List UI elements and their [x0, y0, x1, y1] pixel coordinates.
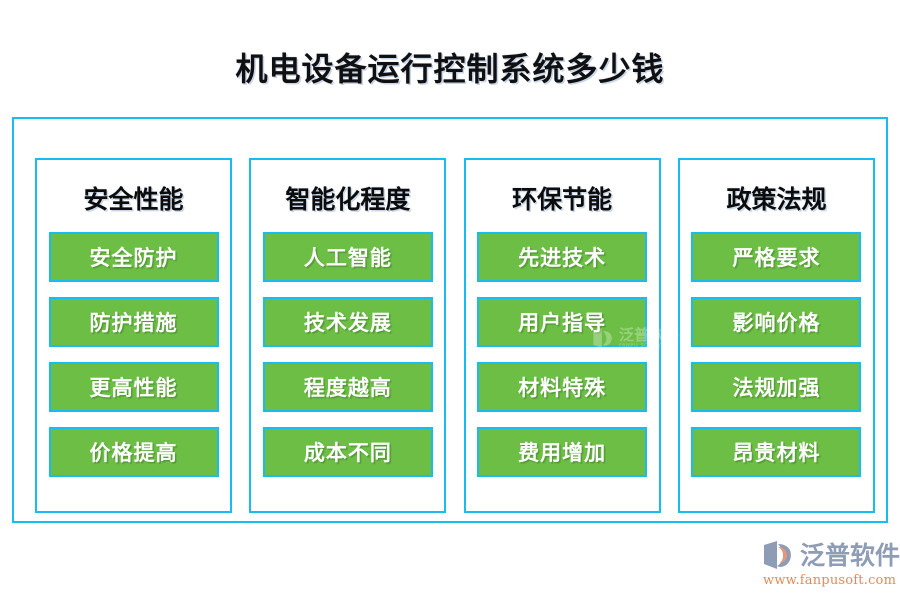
item-box[interactable]: 程度越高 — [262, 361, 433, 412]
column-政策法规: 政策法规 严格要求 影响价格 法规加强 昂贵材料 — [677, 158, 875, 513]
column-items: 人工智能 技术发展 程度越高 成本不同 — [251, 231, 444, 477]
column-安全性能: 安全性能 安全防护 防护措施 更高性能 价格提高 — [35, 158, 232, 513]
brand-name: 泛普软件 — [800, 540, 900, 570]
brand-url: www.fanpusoft.com — [763, 573, 897, 588]
column-header: 安全性能 — [83, 185, 184, 214]
item-box[interactable]: 价格提高 — [48, 426, 219, 477]
item-box[interactable]: 材料特殊 — [477, 361, 648, 412]
item-box[interactable]: 用户指导 — [477, 296, 648, 347]
item-box[interactable]: 更高性能 — [48, 361, 219, 412]
columns-container: 安全性能 安全防护 防护措施 更高性能 价格提高 智能化程度 人工智能 技术发展… — [35, 158, 875, 513]
item-box[interactable]: 法规加强 — [691, 361, 862, 412]
item-box[interactable]: 影响价格 — [691, 296, 862, 347]
column-环保节能: 环保节能 先进技术 用户指导 材料特殊 费用增加 — [463, 158, 661, 513]
page-title: 机电设备运行控制系统多少钱 — [235, 50, 665, 88]
outer-frame — [12, 117, 888, 523]
column-header: 政策法规 — [726, 185, 827, 214]
brand-logo: 泛普软件 www.fanpusoft.com — [762, 540, 900, 588]
item-box[interactable]: 严格要求 — [691, 231, 862, 282]
item-box[interactable]: 成本不同 — [262, 426, 433, 477]
fanpu-logo-icon — [762, 540, 796, 570]
item-box[interactable]: 费用增加 — [477, 426, 648, 477]
item-box[interactable]: 人工智能 — [262, 231, 433, 282]
brand-logo-row: 泛普软件 — [762, 540, 900, 570]
column-items: 安全防护 防护措施 更高性能 价格提高 — [37, 231, 230, 477]
column-智能化程度: 智能化程度 人工智能 技术发展 程度越高 成本不同 — [249, 158, 447, 513]
column-header: 环保节能 — [512, 185, 613, 214]
item-box[interactable]: 技术发展 — [262, 296, 433, 347]
item-box[interactable]: 安全防护 — [48, 231, 219, 282]
item-box[interactable]: 昂贵材料 — [691, 426, 862, 477]
column-items: 先进技术 用户指导 材料特殊 费用增加 — [466, 231, 659, 477]
column-items: 严格要求 影响价格 法规加强 昂贵材料 — [680, 231, 873, 477]
item-box[interactable]: 防护措施 — [48, 296, 219, 347]
column-header: 智能化程度 — [285, 185, 411, 214]
item-box[interactable]: 先进技术 — [477, 231, 648, 282]
